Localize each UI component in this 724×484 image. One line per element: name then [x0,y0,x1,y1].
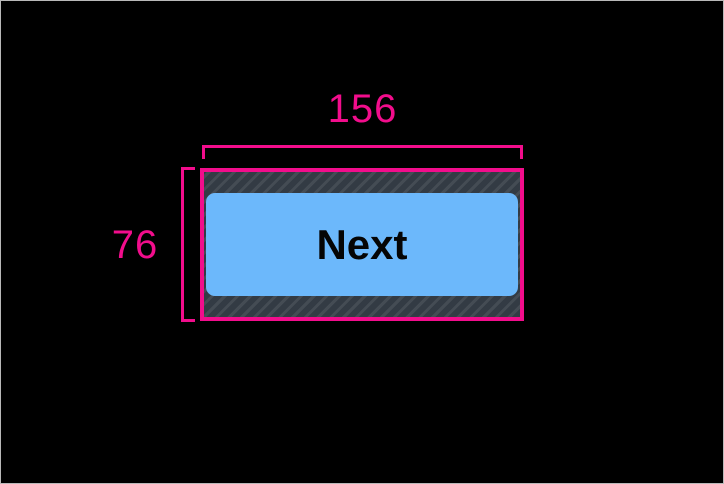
height-bracket-bar [181,167,184,322]
next-button-label: Next [316,220,408,268]
selected-element-outline: Next [200,168,524,321]
height-bracket-tick-bottom [181,319,195,322]
height-bracket-tick-top [181,167,195,170]
width-bracket-tick-right [520,145,523,159]
next-button[interactable]: Next [206,193,518,296]
width-measurement-bracket [202,145,523,159]
width-measurement-label: 156 [327,87,398,131]
height-measurement-label: 76 [111,223,159,267]
width-bracket-tick-left [202,145,205,159]
height-measurement-bracket [181,167,195,322]
width-bracket-bar [202,145,523,148]
